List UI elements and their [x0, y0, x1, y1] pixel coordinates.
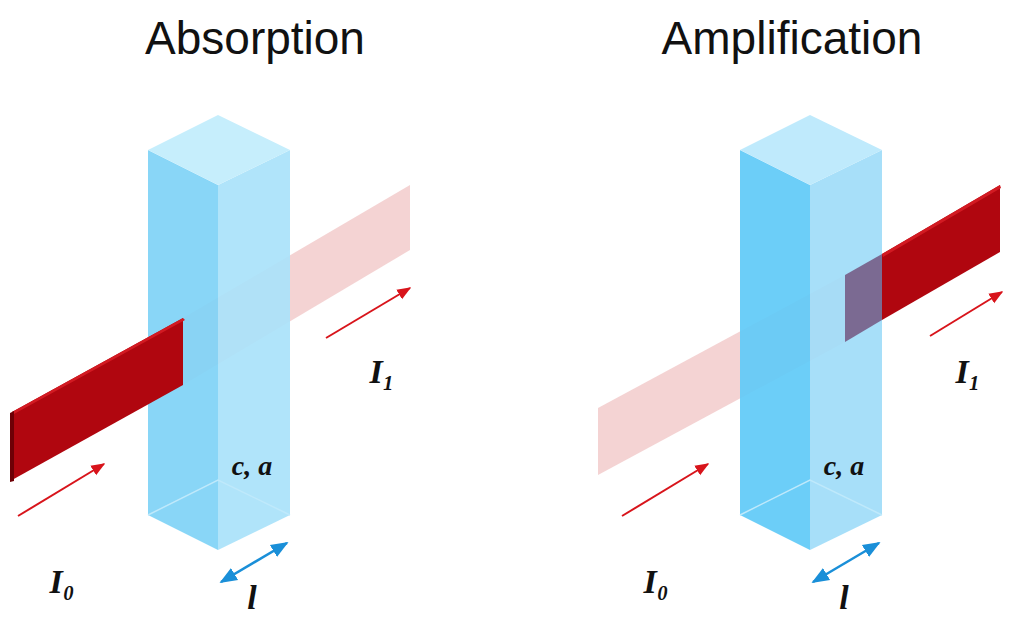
prism-side — [810, 150, 882, 550]
prism-front — [740, 150, 810, 550]
intensity-arrow — [622, 464, 708, 516]
prism-bottom-edge — [148, 480, 290, 515]
beam-end — [10, 411, 14, 482]
absorption-panel — [10, 115, 410, 582]
panel-title: Absorption — [145, 15, 365, 61]
intensity-arrow — [18, 464, 104, 516]
amplification-panel — [598, 115, 1002, 582]
length-arrow — [221, 543, 287, 582]
length-symbol: l — [247, 581, 256, 615]
intensity-symbol: I₁ — [955, 355, 980, 389]
panel-title: Amplification — [662, 15, 923, 61]
prism-top — [740, 115, 882, 185]
medium-parameters: c, a — [232, 452, 272, 480]
beam-edge — [12, 318, 185, 414]
length-arrow — [813, 543, 879, 582]
intensity-symbol: I₁ — [369, 355, 394, 389]
medium-parameters: c, a — [824, 452, 864, 480]
intensity-symbol: I₀ — [643, 565, 668, 599]
intensity-arrow — [326, 288, 410, 338]
prism-top — [148, 115, 290, 185]
beam-inside — [845, 254, 882, 342]
output-beam — [882, 185, 1000, 320]
prism-bottom-edge — [740, 480, 882, 515]
beam-edge — [882, 185, 1001, 257]
intensity-symbol: I₀ — [49, 565, 74, 599]
prism-side — [218, 150, 290, 550]
intensity-arrow — [930, 292, 1002, 336]
length-symbol: l — [839, 581, 848, 615]
